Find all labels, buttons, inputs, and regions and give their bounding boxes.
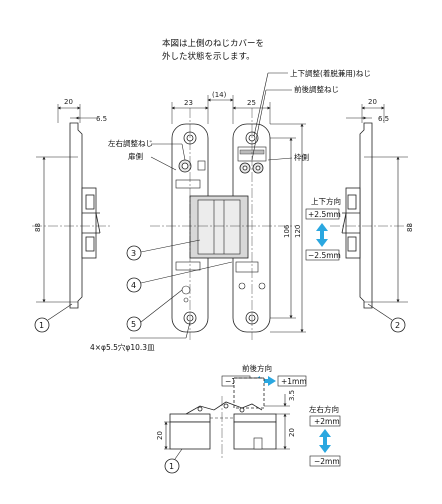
- lr-plus: +2mm: [314, 417, 340, 426]
- label-updown-screw: 上下調整(着脱兼用)ねじ: [290, 68, 371, 78]
- label-leftright-dir: 左右方向: [309, 404, 339, 414]
- dim-right-20: 20: [368, 98, 377, 106]
- dim-14: (14): [212, 91, 227, 99]
- callout-1-left-label: 1: [39, 321, 44, 330]
- callout-4: [126, 261, 233, 293]
- label-leftright-screw: 左右調整ねじ: [108, 138, 153, 148]
- dim-left-6-5: 6.5: [96, 115, 107, 123]
- ud-minus: −2.5mm: [308, 251, 341, 260]
- callout-2-label: 2: [395, 321, 400, 330]
- ud-minus-box: [305, 249, 340, 261]
- lr-minus: −2mm: [314, 457, 340, 466]
- ud-plus: +2.5mm: [308, 210, 341, 219]
- ud-plus-box: [305, 208, 340, 220]
- callout-2: [390, 317, 406, 333]
- label-updown-dir: 上下方向: [311, 196, 341, 206]
- dim-3-5: 3.5: [288, 390, 296, 401]
- callout-1-left: [34, 317, 50, 333]
- dim-right-88: 88: [406, 223, 414, 232]
- left-side-view: [32, 104, 112, 309]
- callout-3: [126, 239, 201, 261]
- dim-120: 120: [294, 225, 302, 238]
- dim-left-88: 88: [34, 223, 42, 232]
- updown-arrow-icon: [316, 223, 328, 247]
- label-frontback-screw: 前後調整ねじ: [294, 84, 339, 94]
- callout-1-bottom: [164, 458, 180, 474]
- callout-3-label: 3: [131, 249, 136, 258]
- label-frontback-dir: 前後方向: [242, 363, 272, 373]
- dim-23: 23: [184, 99, 193, 107]
- dim-left-20: 20: [64, 98, 73, 106]
- label-holes: 4×φ5.5穴φ10.3皿: [90, 342, 155, 352]
- label-frame-side: 枠側: [294, 152, 309, 162]
- callout-4-label: 4: [131, 281, 136, 290]
- note-line2: 外した状態を示します。: [162, 51, 255, 62]
- dim-106: 106: [283, 224, 291, 238]
- lr-plus-box: [309, 415, 341, 427]
- right-side-view: [330, 104, 412, 309]
- callout-5: [126, 289, 183, 332]
- note-line1: 本図は上側のねじカバーを: [162, 38, 264, 49]
- top-view: [169, 377, 277, 458]
- fb-plus: +1mm: [281, 377, 307, 386]
- leftright-arrow-icon: [319, 429, 331, 453]
- front-view: [171, 123, 271, 333]
- dim-top-right-20: 20: [288, 428, 296, 437]
- dim-right-6-5: 6.5: [378, 115, 389, 123]
- dim-25: 25: [247, 99, 256, 107]
- fb-plus-box: [277, 375, 307, 387]
- dim-top-left-20: 20: [156, 431, 164, 440]
- label-door-side: 扉側: [128, 151, 143, 161]
- callout-1-bottom-label: 1: [169, 462, 174, 471]
- callout-5-label: 5: [131, 320, 136, 329]
- lr-minus-box: [309, 455, 341, 467]
